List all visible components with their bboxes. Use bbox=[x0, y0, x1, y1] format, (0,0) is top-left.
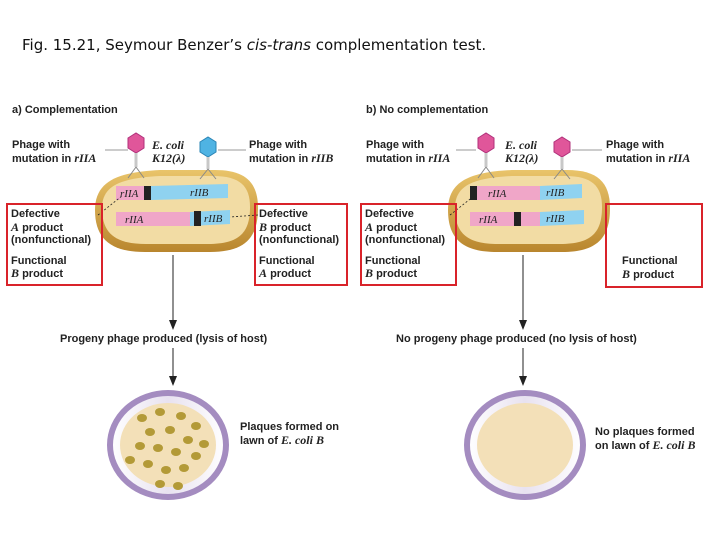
panel-b-heading: b) No complementation bbox=[366, 104, 489, 116]
bacterial-cell-b bbox=[448, 170, 610, 252]
plaque bbox=[173, 482, 183, 490]
panel-b-phage-left-label: Phage with mutation in rIIA bbox=[366, 139, 451, 165]
plaque bbox=[199, 440, 209, 448]
plaques-group bbox=[125, 408, 209, 490]
petri-dish-b bbox=[464, 390, 586, 500]
panel-a-left-box-text: Defective A product (nonfunctional) Func… bbox=[11, 208, 92, 280]
panel-b-phage-right-label: Phage with mutation in rIIA bbox=[606, 139, 691, 165]
panel-b-result-text: No progeny phage produced (no lysis of h… bbox=[396, 333, 637, 345]
plaque bbox=[183, 436, 193, 444]
title-prefix: Fig. 15.21, Seymour Benzer’s bbox=[22, 36, 247, 54]
panel-a-phage-right-label: Phage with mutation in rIIB bbox=[249, 139, 334, 165]
gene-label-bottom-a-rIIB: rIIB bbox=[204, 213, 223, 225]
plaque bbox=[155, 480, 165, 488]
panel-a-phage-left-label: Phage with mutation in rIIA bbox=[12, 139, 97, 165]
gene-label-top-b-rIIB: rIIB bbox=[546, 187, 565, 199]
plaque bbox=[171, 448, 181, 456]
panel-b-left-box-text: Defective A product (nonfunctional) Func… bbox=[365, 208, 446, 280]
panel-b-host-label: E. coli K12(λ) bbox=[505, 138, 539, 165]
plaque bbox=[153, 444, 163, 452]
gene-label-top-a-rIIB: rIIB bbox=[190, 187, 209, 199]
plaque bbox=[165, 426, 175, 434]
plaque bbox=[155, 408, 165, 416]
panel-a-plate-label: Plaques formed on lawn of E. coli B bbox=[240, 421, 340, 447]
phage-rIIA-mutant-a bbox=[127, 132, 145, 179]
chromosome-bottom-a bbox=[116, 210, 230, 226]
plaque bbox=[143, 460, 153, 468]
panel-a-left-highlight-box bbox=[6, 203, 103, 286]
panel-b-right-box-text: Functional B product bbox=[622, 255, 678, 281]
phage-rIIA-mutant-b2 bbox=[553, 136, 571, 180]
bacterial-cell-a bbox=[95, 170, 258, 252]
plaque bbox=[137, 414, 147, 422]
panel-a-result-text: Progeny phage produced (lysis of host) bbox=[60, 333, 268, 345]
plaque bbox=[145, 428, 155, 436]
gene-label-bottom-b-rIIB: rIIB bbox=[546, 213, 565, 225]
panel-b-artwork bbox=[448, 132, 610, 500]
chromosome-top-a bbox=[116, 184, 228, 200]
panel-a-right-box-text: Defective B product (nonfunctional) Func… bbox=[259, 208, 340, 280]
phage-rIIA-mutant-b1 bbox=[477, 132, 495, 179]
plaque bbox=[135, 442, 145, 450]
title-suffix: complementation test. bbox=[310, 36, 487, 54]
panel-b-right-highlight-box bbox=[605, 203, 703, 288]
title-italic: cis-trans bbox=[246, 36, 311, 54]
gene-label-bottom-a-rIIA: rIIA bbox=[125, 214, 144, 226]
gene-label-top-b-rIIA: rIIA bbox=[488, 188, 507, 200]
chromosome-bottom-b bbox=[470, 210, 584, 226]
phage-rIIB-mutant-a bbox=[199, 136, 217, 180]
plaque bbox=[125, 456, 135, 464]
plaque bbox=[161, 466, 171, 474]
panel-b-left-highlight-box bbox=[360, 203, 457, 286]
figure-title: Fig. 15.21, Seymour Benzer’s cis-trans c… bbox=[22, 36, 486, 54]
panel-b-plate-label: No plaques formed on lawn of E. coli B bbox=[595, 426, 696, 452]
plaque bbox=[179, 464, 189, 472]
gene-label-top-a-rIIA: rIIA bbox=[120, 188, 139, 200]
panel-a-heading: a) Complementation bbox=[12, 104, 118, 116]
plaque bbox=[176, 412, 186, 420]
plaque bbox=[191, 452, 201, 460]
gene-label-bottom-b-rIIA: rIIA bbox=[479, 214, 498, 226]
chromosome-top-b bbox=[470, 184, 582, 200]
plaque bbox=[191, 422, 201, 430]
panel-a-right-highlight-box bbox=[254, 203, 348, 286]
panel-a-host-label: E. coli K12(λ) bbox=[152, 138, 186, 165]
